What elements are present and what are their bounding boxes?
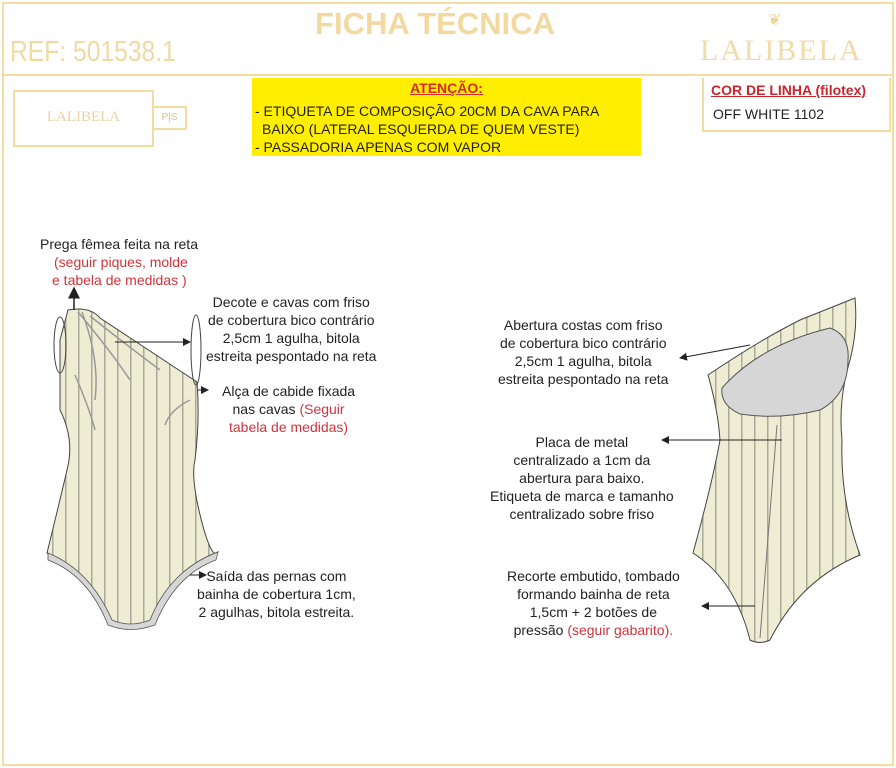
note-line: pressão (513, 622, 568, 638)
leg-openings-note: Saída das pernas com bainha de cobertura… (197, 567, 356, 621)
note-line: Saída das pernas com (206, 568, 347, 584)
reference-code: REF: 501538.1 (10, 36, 176, 68)
note-line: nas cavas (232, 401, 300, 417)
metal-plate-note: Placa de metal centralizado a 1cm da abe… (490, 433, 674, 523)
page-title: FICHA TÉCNICA (315, 6, 555, 41)
size-label: P|S (152, 106, 187, 130)
attention-line: BAIXO (LATERAL ESQUERDA DE QUEM VESTE) (262, 121, 580, 137)
note-line: de cobertura bico contrário (207, 312, 375, 328)
note-line: 2,5cm 1 agulha, bitola (222, 330, 360, 346)
neckline-note: Decote e cavas com friso de cobertura bi… (206, 293, 376, 365)
note-line: Recorte embutido, tombado (507, 568, 680, 584)
note-line: abertura para baixo. (519, 470, 645, 486)
note-line: formando bainha de reta (517, 586, 670, 602)
note-line: estreita pespontado na reta (498, 371, 669, 387)
note-line: Abertura costas com friso (503, 317, 663, 333)
note-line: bainha de cobertura 1cm, (197, 586, 356, 602)
attention-heading: ATENÇÃO: (410, 80, 483, 96)
note-line: de cobertura bico contrário (499, 335, 667, 351)
note-line: estreita pespontado na reta (206, 348, 377, 364)
attention-box: ATENÇÃO: - ETIQUETA DE COMPOSIÇÃO 20CM D… (252, 78, 641, 156)
thread-value: OFF WHITE 1102 (713, 106, 824, 122)
note-red: (seguir gabarito). (567, 622, 674, 638)
crotch-cut-note: Recorte embutido, tombado formando bainh… (507, 567, 680, 639)
note-line: Alça de cabide fixada (222, 383, 356, 399)
back-swimsuit-drawing (661, 297, 861, 643)
pleat-note-text: Prega fêmea feita na reta (40, 236, 198, 252)
pleat-note-red: (seguir piques, molde (54, 254, 188, 270)
thread-heading: COR DE LINHA (filotex) (711, 82, 867, 98)
note-line: Decote e cavas com friso (212, 294, 370, 310)
note-line: centralizado sobre friso (509, 506, 655, 522)
front-swimsuit-drawing (46, 286, 220, 630)
pleat-note-red: e tabela de medidas ) (52, 272, 187, 288)
note-line: Etiqueta de marca e tamanho (490, 488, 674, 504)
note-red: tabela de medidas) (229, 419, 349, 435)
thread-color-box: COR DE LINHA (filotex) OFF WHITE 1102 (702, 78, 891, 132)
note-line: Placa de metal (535, 434, 629, 450)
attention-line: - PASSADORIA APENAS COM VAPOR (255, 139, 502, 155)
note-line: 2,5cm 1 agulha, bitola (514, 353, 652, 369)
note-line: centralizado a 1cm da (513, 452, 651, 468)
header-divider (2, 74, 894, 76)
label-brand: LALIBELA (46, 109, 121, 125)
bee-logo-icon: ❦ (768, 12, 782, 29)
note-red: (Seguir (299, 401, 345, 417)
pleat-note: Prega fêmea feita na reta (seguir piques… (40, 235, 198, 289)
back-opening-note: Abertura costas com friso de cobertura b… (498, 316, 668, 388)
note-line: 1,5cm + 2 botões de (529, 604, 658, 620)
hanger-strap-note: Alça de cabide fixada nas cavas (Seguir … (222, 382, 355, 436)
brand-logo: LALIBELA (700, 34, 863, 67)
attention-line: - ETIQUETA DE COMPOSIÇÃO 20CM DA CAVA PA… (255, 103, 600, 119)
note-line: 2 agulhas, bitola estreita. (198, 604, 355, 620)
